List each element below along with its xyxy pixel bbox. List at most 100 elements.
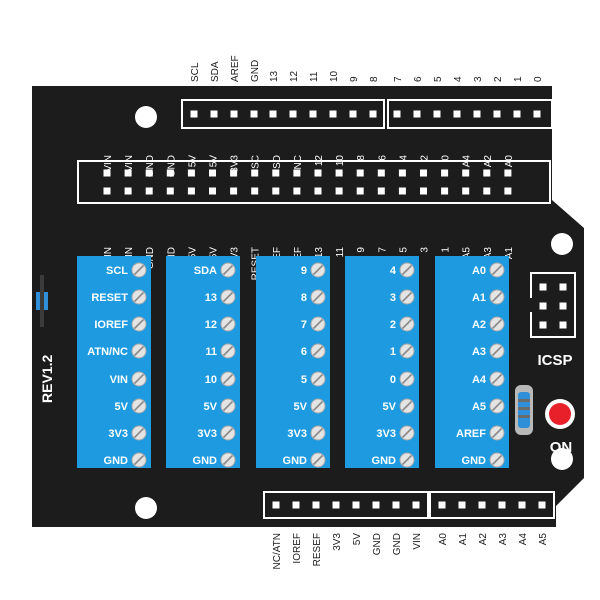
pin-label: A5 — [538, 533, 549, 546]
terminal-label: 7 — [301, 319, 307, 331]
terminal-label: VIN — [110, 374, 128, 386]
terminal-label: 13 — [205, 292, 217, 304]
pin-label: 9 — [356, 247, 367, 253]
pin-label: 1 — [441, 247, 452, 253]
pin-label: A4 — [462, 155, 473, 168]
screw-terminal-icon — [131, 452, 147, 468]
terminal-label: AREF — [456, 428, 486, 440]
icsp-header: ICSP — [527, 272, 576, 369]
terminal-label: 5 — [301, 374, 307, 386]
screw-terminal-icon — [399, 316, 415, 332]
mounting-hole-right — [551, 233, 573, 255]
pin-label: 3V3 — [230, 155, 241, 173]
header-pin — [413, 110, 421, 118]
on-label: ON — [550, 439, 573, 456]
header-pin — [398, 187, 406, 195]
pin-label: 6 — [413, 76, 424, 82]
header-pin — [533, 110, 541, 118]
terminal-label: SCL — [106, 265, 128, 277]
screw-terminal-icon — [220, 289, 236, 305]
header-pin — [559, 302, 567, 310]
header-pin — [392, 501, 400, 509]
pin-label: 12 — [289, 70, 300, 82]
side-switch-body — [40, 275, 44, 327]
header-outline — [181, 99, 385, 129]
screw-terminal-icon — [131, 289, 147, 305]
header-pin — [124, 169, 132, 177]
header-pin — [438, 501, 446, 509]
screw-terminal-icon — [220, 262, 236, 278]
pin-label: A0 — [438, 533, 449, 546]
header-pin — [441, 169, 449, 177]
header-pin — [518, 501, 526, 509]
header-pin — [483, 187, 491, 195]
revision-label: REV1.2 — [39, 355, 55, 403]
pin-label: IOREF — [292, 533, 303, 564]
header-pin — [210, 110, 218, 118]
header-pin — [292, 501, 300, 509]
header-pin — [498, 501, 506, 509]
pin-label: 5V — [187, 247, 198, 260]
pin-label: VIN — [124, 155, 135, 172]
pin-label: 0 — [533, 76, 544, 82]
pin-label: GND — [250, 60, 261, 82]
pin-label: VIN — [103, 155, 114, 172]
terminal-label: A2 — [472, 319, 486, 331]
terminal-label: RESET — [91, 292, 128, 304]
terminal-label: 5V — [115, 401, 129, 413]
pin-label: 5V — [209, 155, 220, 168]
pin-label: GND — [392, 533, 403, 555]
bottom-header-left — [263, 491, 429, 519]
screw-terminal-icon — [310, 262, 326, 278]
terminal-label: 12 — [205, 319, 217, 331]
screw-terminal-icon — [489, 316, 505, 332]
pin-label: 3 — [473, 76, 484, 82]
screw-terminal-icon — [220, 425, 236, 441]
terminal-label: GND — [193, 455, 218, 467]
header-pin — [209, 169, 216, 177]
terminal-label: 8 — [301, 292, 307, 304]
terminal-label: 9 — [301, 265, 307, 277]
screw-terminal-icon — [131, 425, 147, 441]
icsp-notch — [527, 298, 533, 312]
terminal-label: GND — [462, 455, 487, 467]
header-pin — [377, 187, 385, 195]
screw-terminal-icon — [310, 316, 326, 332]
header-pin — [441, 187, 449, 195]
header-pin — [145, 187, 153, 195]
screw-terminal-icon — [310, 398, 326, 414]
screw-terminal-icon — [489, 371, 505, 387]
header-pin — [187, 169, 195, 177]
pin-label: NC/ATN — [272, 533, 283, 569]
pin-label: A2 — [483, 155, 494, 168]
screw-terminal-icon — [399, 289, 415, 305]
mounting-hole-top-left — [135, 106, 157, 128]
screw-terminal-icon — [131, 398, 147, 414]
terminal-label: GND — [104, 455, 129, 467]
terminal-label: 0 — [390, 374, 396, 386]
header-pin — [230, 187, 238, 195]
pin-label: A4 — [518, 533, 529, 546]
header-pin — [433, 110, 441, 118]
pin-label: SD — [272, 155, 283, 169]
screw-terminal-icon — [399, 425, 415, 441]
header-pin — [209, 187, 216, 195]
header-pin — [513, 110, 521, 118]
pin-label: VIN — [124, 247, 135, 264]
terminal-label: 2 — [390, 319, 396, 331]
pin-label: 5 — [398, 247, 409, 253]
pin-label: 8 — [356, 155, 367, 161]
header-pin — [312, 501, 320, 509]
pin-label: 1 — [513, 76, 524, 82]
header-pin — [251, 169, 259, 177]
header-pin — [559, 321, 567, 329]
header-pin — [309, 110, 317, 118]
header-pin — [412, 501, 420, 509]
header-pin — [293, 187, 301, 195]
header-pin — [314, 169, 322, 177]
top-header-right — [387, 99, 553, 129]
screw-terminal-icon — [310, 289, 326, 305]
header-pin — [272, 169, 280, 177]
terminal-label: A3 — [472, 346, 486, 358]
header-pin — [293, 169, 301, 177]
